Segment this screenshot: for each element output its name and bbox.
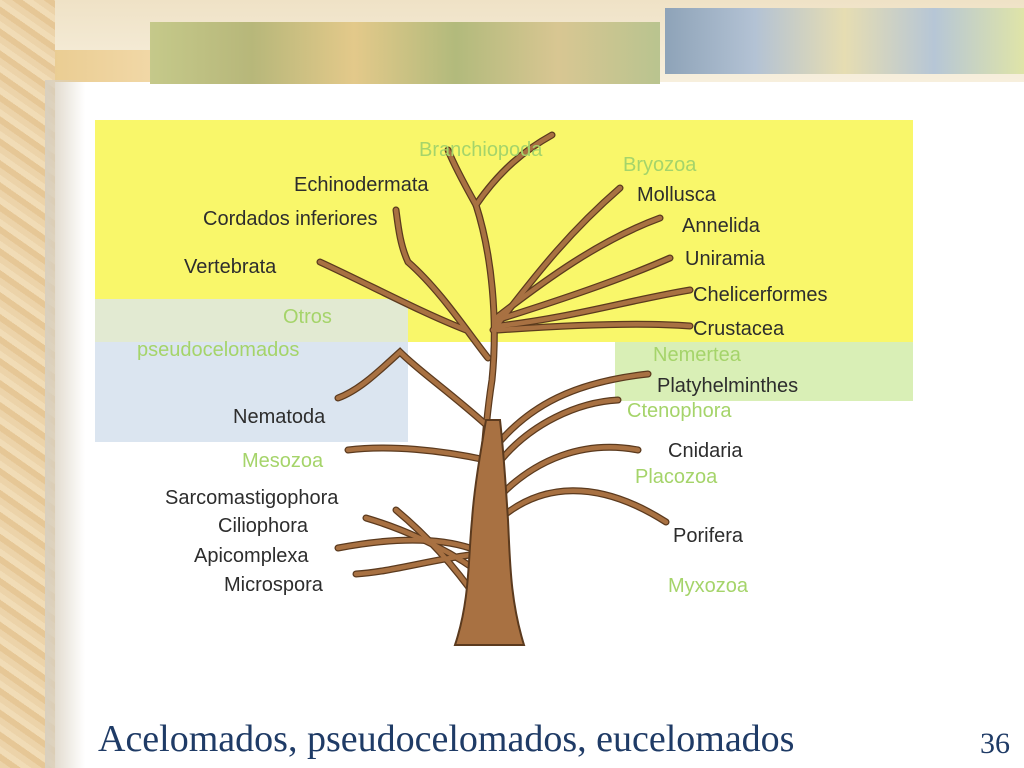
label-myxozoa: Myxozoa bbox=[668, 575, 749, 597]
label-branchiopoda: Branchiopoda bbox=[419, 139, 543, 161]
label-cordados-inferiores: Cordados inferiores bbox=[203, 208, 378, 230]
label-annelida: Annelida bbox=[682, 215, 760, 237]
label-ctenophora: Ctenophora bbox=[627, 400, 732, 422]
decorative-banner-left bbox=[35, 50, 165, 82]
decorative-left-shadow bbox=[45, 80, 85, 768]
label-bryozoa: Bryozoa bbox=[623, 154, 697, 176]
label-nemertea: Nemertea bbox=[653, 344, 741, 366]
label-otros: Otros bbox=[283, 306, 332, 328]
label-nematoda: Nematoda bbox=[233, 406, 326, 428]
slide-title: Acelomados, pseudocelomados, eucelomados bbox=[98, 718, 795, 760]
tree-trunk bbox=[453, 419, 526, 646]
label-ciliophora: Ciliophora bbox=[218, 515, 309, 537]
acelomados-region bbox=[615, 342, 913, 401]
label-porifera: Porifera bbox=[673, 525, 744, 547]
slide-number: 36 bbox=[980, 727, 1010, 760]
tree-branches bbox=[316, 131, 694, 642]
label-chelicerformes: Chelicerformes bbox=[693, 284, 828, 306]
decorative-banner-right bbox=[665, 8, 1024, 74]
pseudocelomados-region bbox=[95, 299, 408, 342]
decorative-banner-leaves bbox=[150, 22, 660, 84]
label-uniramia: Uniramia bbox=[685, 248, 766, 270]
label-cnidaria: Cnidaria bbox=[668, 440, 743, 462]
label-placozoa: Placozoa bbox=[635, 466, 718, 488]
label-microspora: Microspora bbox=[224, 574, 323, 596]
label-pseudocelomados: pseudocelomados bbox=[137, 339, 300, 361]
label-sarcomastigophora: Sarcomastigophora bbox=[165, 487, 339, 509]
label-mesozoa: Mesozoa bbox=[242, 450, 324, 472]
label-mollusca: Mollusca bbox=[637, 184, 716, 206]
label-platyhelminthes: Platyhelminthes bbox=[657, 375, 799, 397]
label-apicomplexa: Apicomplexa bbox=[194, 545, 309, 567]
label-echinodermata: Echinodermata bbox=[294, 174, 429, 196]
label-crustacea: Crustacea bbox=[693, 318, 785, 340]
label-vertebrata: Vertebrata bbox=[184, 256, 277, 278]
